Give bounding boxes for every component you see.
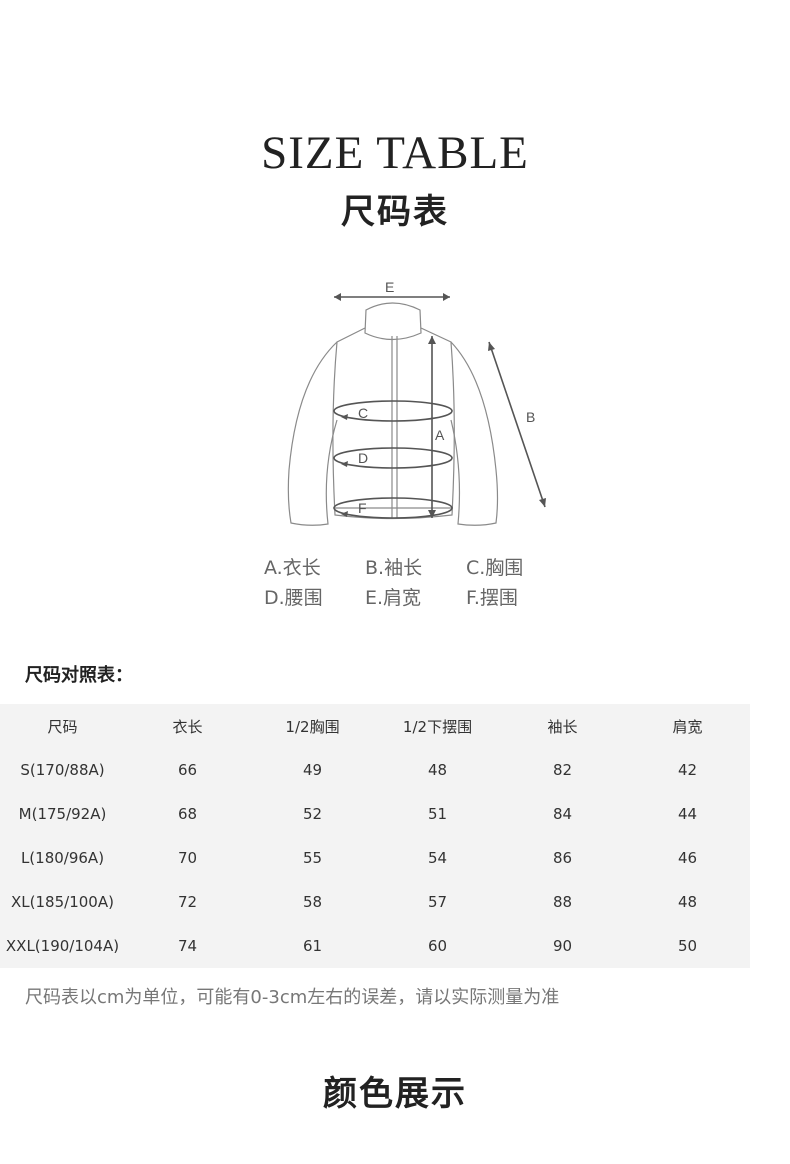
- jacket-outline-icon: E C A D F B: [287, 279, 546, 526]
- label-e: E: [385, 279, 394, 295]
- table-cell: 84: [552, 805, 573, 823]
- table-cell: 49: [302, 761, 323, 779]
- table-cell: XXL(190/104A): [5, 937, 120, 955]
- table-cell: 61: [302, 937, 323, 955]
- column-header: 肩宽: [672, 717, 703, 736]
- table-cell: 42: [677, 761, 698, 779]
- table-cell: 46: [677, 849, 698, 867]
- legend-item: A.衣长: [264, 557, 321, 579]
- arrow-head-icon: [341, 414, 348, 420]
- arrow-head-icon: [334, 293, 341, 301]
- chest-ellipse: [333, 400, 453, 422]
- arrow-head-icon: [488, 342, 495, 351]
- column-header: 1/2下摆围: [402, 717, 473, 736]
- table-cell: 55: [302, 849, 323, 867]
- table-row: M(175/92A) 68 52 51 84 44: [0, 792, 750, 836]
- size-table-heading: 尺码对照表：: [25, 665, 133, 686]
- column-header: 1/2胸围: [285, 717, 340, 736]
- table-cell: L(180/96A): [20, 849, 105, 867]
- label-c: C: [358, 405, 368, 421]
- table-cell: 70: [177, 849, 198, 867]
- table-row: L(180/96A) 70 55 54 86 46: [0, 836, 750, 880]
- table-row: S(170/88A) 66 49 48 82 42: [0, 748, 750, 792]
- label-d: D: [358, 450, 368, 466]
- measurement-note: 尺码表以cm为单位，可能有0-3cm左右的误差，请以实际测量为准: [25, 987, 560, 1008]
- label-f: F: [358, 500, 367, 516]
- table-cell: 66: [177, 761, 198, 779]
- size-table: 尺码 衣长 1/2胸围 1/2下摆围 袖长 肩宽 S(170/88A) 66 4…: [0, 704, 750, 968]
- waist-ellipse: [333, 447, 453, 469]
- table-cell: 44: [677, 805, 698, 823]
- table-cell: 72: [177, 893, 198, 911]
- table-cell: XL(185/100A): [11, 893, 114, 911]
- table-row: XL(185/100A) 72 58 57 88 48: [0, 880, 750, 924]
- legend-item: E.肩宽: [365, 587, 422, 609]
- arrow-head-icon: [341, 511, 348, 517]
- arrow-head-icon: [428, 336, 436, 344]
- page-title-en: SIZE TABLE: [261, 127, 529, 179]
- legend-item: D.腰围: [264, 587, 323, 609]
- collar-outline: [364, 302, 422, 341]
- arrow-head-icon: [539, 498, 546, 507]
- table-cell: 48: [427, 761, 448, 779]
- right-sleeve-outline: [450, 341, 499, 526]
- table-row: XXL(190/104A) 74 61 60 90 50: [0, 924, 750, 968]
- table-cell: 90: [552, 937, 573, 955]
- table-cell: S(170/88A): [20, 761, 105, 779]
- column-header: 尺码: [47, 717, 78, 736]
- table-cell: 88: [552, 893, 573, 911]
- left-sleeve-outline: [287, 341, 338, 526]
- page-title-cn: 尺码表: [341, 192, 449, 232]
- legend-item: C.胸围: [466, 557, 524, 579]
- color-section-title: 颜色展示: [323, 1074, 467, 1114]
- sleeve-arrow: [488, 341, 546, 508]
- label-a: A: [435, 427, 445, 443]
- table-cell: 86: [552, 849, 573, 867]
- arrow-head-icon: [443, 293, 450, 301]
- arrow-head-icon: [341, 461, 348, 467]
- table-cell: 58: [302, 893, 323, 911]
- table-header-row: 尺码 衣长 1/2胸围 1/2下摆围 袖长 肩宽: [0, 704, 750, 748]
- body-outline: [332, 327, 455, 520]
- legend-item: B.袖长: [365, 557, 423, 579]
- table-cell: 51: [427, 805, 448, 823]
- table-cell: 52: [302, 805, 323, 823]
- column-header: 衣长: [172, 717, 203, 736]
- table-cell: 74: [177, 937, 198, 955]
- table-cell: 60: [427, 937, 448, 955]
- legend-item: F.摆围: [466, 587, 518, 609]
- table-cell: 82: [552, 761, 573, 779]
- table-cell: M(175/92A): [18, 805, 107, 823]
- table-cell: 57: [427, 893, 448, 911]
- column-header: 袖长: [547, 717, 578, 736]
- table-cell: 68: [177, 805, 198, 823]
- table-cell: 48: [677, 893, 698, 911]
- label-b: B: [526, 409, 535, 425]
- hem-ellipse: [333, 497, 453, 519]
- arrow-head-icon: [428, 510, 436, 518]
- table-cell: 50: [677, 937, 698, 955]
- table-cell: 54: [427, 849, 448, 867]
